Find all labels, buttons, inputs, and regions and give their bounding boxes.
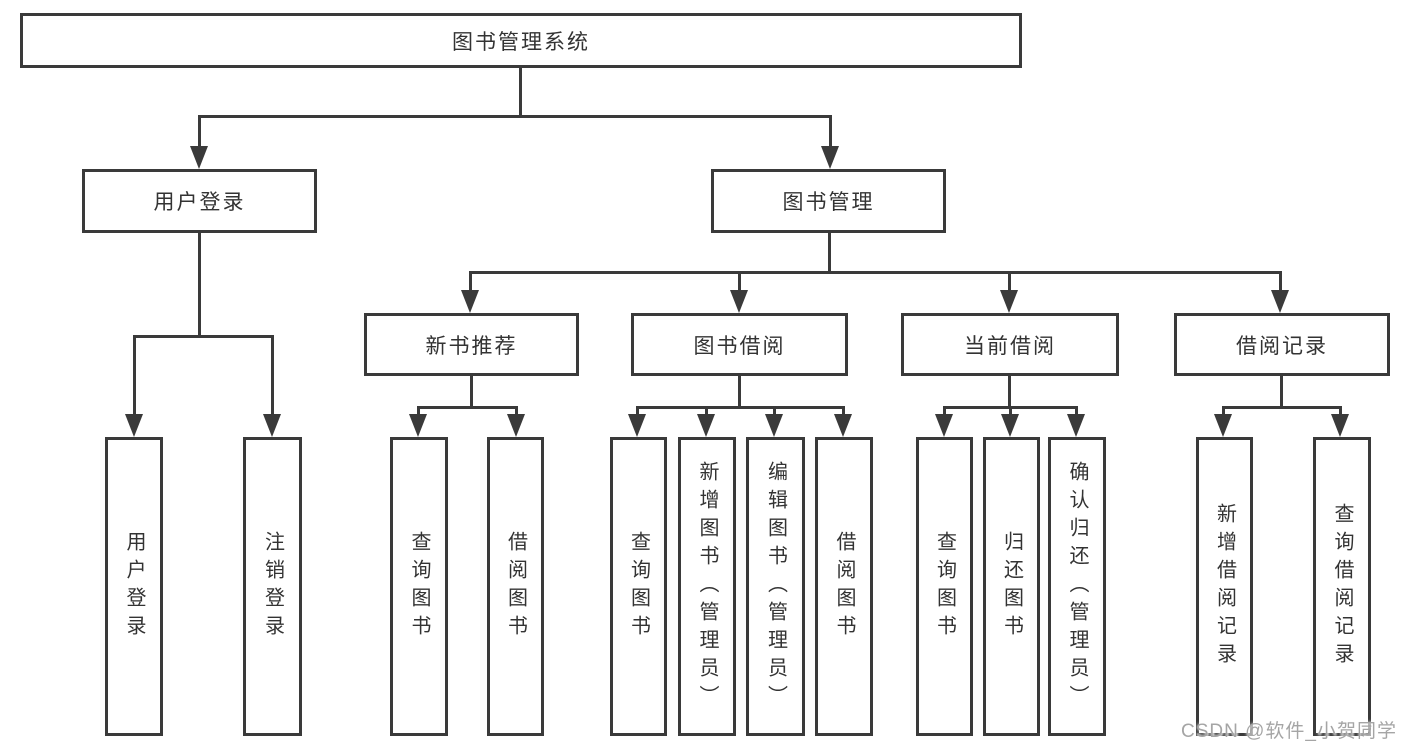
- leaf-return-books: 归还图书: [983, 437, 1040, 736]
- node-book-borrowing: 图书借阅: [631, 313, 848, 376]
- arrowhead-icon: [1001, 414, 1019, 437]
- leaf-label: 用户登录: [123, 530, 145, 643]
- connector-line: [469, 271, 472, 293]
- node-label: 图书管理: [782, 191, 875, 214]
- leaf-label: 借阅图书: [833, 530, 855, 643]
- leaf-label: 新增借阅记录: [1213, 502, 1236, 671]
- connector-line: [738, 376, 741, 408]
- leaf-label: 新增图书（管理员）: [696, 460, 718, 713]
- leaf-search-books-recommend: 查询图书: [390, 437, 448, 736]
- arrowhead-icon: [263, 414, 281, 437]
- leaf-label: 查询图书: [627, 530, 650, 643]
- node-label: 借阅记录: [1236, 334, 1328, 358]
- arrowhead-icon: [730, 290, 748, 313]
- arrowhead-icon: [507, 414, 525, 437]
- arrowhead-icon: [125, 414, 143, 437]
- watermark: CSDN @软件_小贺同学: [1181, 721, 1397, 742]
- arrowhead-icon: [935, 414, 953, 437]
- connector-line: [519, 68, 522, 118]
- arrowhead-icon: [1000, 290, 1018, 313]
- connector-line: [1075, 406, 1078, 418]
- connector-line: [469, 271, 1282, 274]
- connector-line: [1280, 376, 1283, 408]
- arrowhead-icon: [821, 146, 839, 169]
- connector-line: [198, 115, 832, 118]
- leaf-logout: 注销登录: [243, 437, 302, 736]
- connector-line: [1222, 406, 1225, 418]
- connector-line: [1279, 271, 1282, 293]
- connector-line: [636, 406, 639, 418]
- connector-line: [829, 115, 832, 149]
- leaf-user-login: 用户登录: [105, 437, 163, 736]
- connector-line: [773, 406, 776, 418]
- leaf-label: 借阅图书: [504, 530, 527, 643]
- arrowhead-icon: [1067, 414, 1085, 437]
- connector-line: [1008, 271, 1011, 293]
- leaf-label: 查询图书: [933, 530, 956, 643]
- connector-line: [1008, 376, 1011, 408]
- connector-line: [842, 406, 845, 418]
- leaf-label: 查询借阅记录: [1331, 502, 1353, 671]
- node-new-book-recommendation: 新书推荐: [364, 313, 579, 376]
- node-label: 新书推荐: [425, 334, 518, 358]
- leaf-label: 确认归还（管理员）: [1066, 460, 1088, 713]
- arrowhead-icon: [765, 414, 783, 437]
- node-label: 图书借阅: [693, 334, 786, 358]
- leaf-search-borrow-record: 查询借阅记录: [1313, 437, 1371, 736]
- node-user-login: 用户登录: [82, 169, 317, 233]
- leaf-borrow-books: 借阅图书: [815, 437, 873, 736]
- node-label: 用户登录: [153, 191, 246, 214]
- arrowhead-icon: [190, 146, 208, 169]
- leaf-borrow-books-recommend: 借阅图书: [487, 437, 544, 736]
- arrowhead-icon: [409, 414, 427, 437]
- node-current-borrowing: 当前借阅: [901, 313, 1119, 376]
- connector-line: [198, 233, 201, 337]
- arrowhead-icon: [461, 290, 479, 313]
- leaf-search-books-borrowing: 查询图书: [610, 437, 667, 736]
- connector-line: [417, 406, 420, 418]
- connector-line: [828, 233, 831, 273]
- arrowhead-icon: [1271, 290, 1289, 313]
- leaf-label: 归还图书: [1000, 530, 1023, 643]
- leaf-label: 查询图书: [408, 530, 430, 643]
- leaf-label: 注销登录: [261, 530, 284, 643]
- connector-line: [738, 271, 741, 293]
- arrowhead-icon: [697, 414, 715, 437]
- leaf-search-books-current: 查询图书: [916, 437, 973, 736]
- node-book-management: 图书管理: [711, 169, 946, 233]
- leaf-label: 编辑图书（管理员）: [764, 460, 787, 713]
- leaf-edit-books-admin: 编辑图书（管理员）: [746, 437, 805, 736]
- arrowhead-icon: [1214, 414, 1232, 437]
- node-label: 当前借阅: [964, 334, 1056, 358]
- leaf-add-borrow-record: 新增借阅记录: [1196, 437, 1253, 736]
- arrowhead-icon: [1331, 414, 1349, 437]
- connector-line: [1222, 406, 1342, 409]
- connector-line: [417, 406, 518, 409]
- connector-line: [271, 335, 274, 416]
- arrowhead-icon: [628, 414, 646, 437]
- connector-line: [515, 406, 518, 418]
- arrowhead-icon: [834, 414, 852, 437]
- leaf-add-books-admin: 新增图书（管理员）: [678, 437, 736, 736]
- connector-line: [133, 335, 274, 338]
- node-borrowing-records: 借阅记录: [1174, 313, 1390, 376]
- connector-line: [1339, 406, 1342, 418]
- connector-line: [133, 335, 136, 416]
- connector-line: [636, 406, 845, 409]
- connector-line: [470, 376, 473, 408]
- connector-line: [198, 115, 201, 149]
- node-library-management-system: 图书管理系统: [20, 13, 1022, 68]
- leaf-confirm-return-admin: 确认归还（管理员）: [1048, 437, 1106, 736]
- connector-line: [705, 406, 708, 418]
- node-label: 图书管理系统: [452, 30, 590, 54]
- connector-line: [943, 406, 946, 418]
- connector-line: [1009, 406, 1012, 418]
